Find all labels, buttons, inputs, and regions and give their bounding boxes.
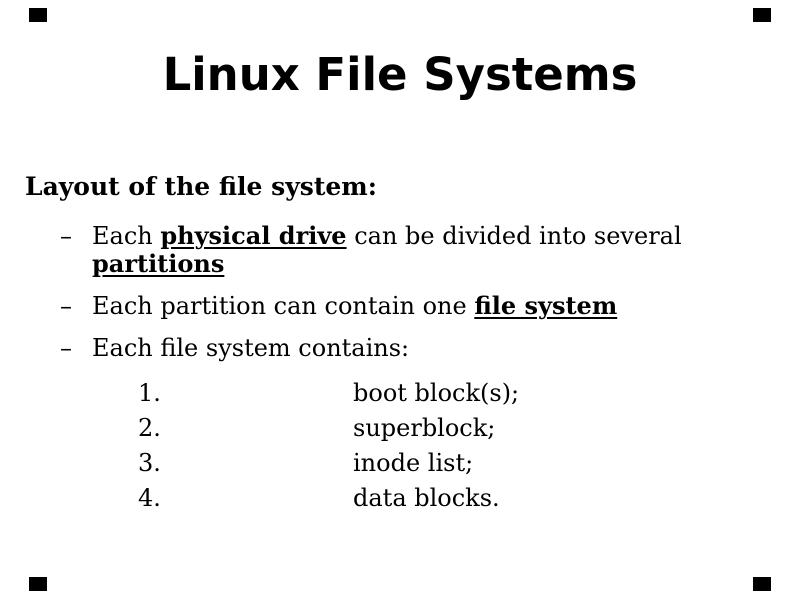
item-label: data blocks. <box>353 484 500 512</box>
bullet-dash-marker: – <box>60 222 72 250</box>
slide-body: Layout of the file system: – Each physic… <box>25 172 775 516</box>
text-segment: Each file system contains: <box>92 334 410 362</box>
numbered-item: 3. inode list; <box>25 446 775 481</box>
bullet-item: – Each file system contains: <box>25 334 775 362</box>
text-segment: Each partition can contain one <box>92 292 475 320</box>
item-number: 3. <box>138 449 161 477</box>
corner-marker-top-left <box>29 8 47 22</box>
numbered-item: 4. data blocks. <box>25 481 775 516</box>
bullet-text: Each physical drive can be divided into … <box>92 222 762 278</box>
bullet-dash-marker: – <box>60 292 72 320</box>
numbered-item: 1. boot block(s); <box>25 376 775 411</box>
item-label: boot block(s); <box>353 379 520 407</box>
text-segment: Each <box>92 222 161 250</box>
slide-title: Linux File Systems <box>162 48 638 101</box>
bullet-item: – Each partition can contain one file sy… <box>25 291 775 321</box>
numbered-list: 1. boot block(s); 2. superblock; 3. inod… <box>25 376 775 516</box>
text-segment: can be divided into several <box>346 222 682 250</box>
emphasized-term: physical drive <box>160 221 347 250</box>
item-number: 2. <box>138 414 161 442</box>
item-label: superblock; <box>353 414 496 442</box>
bullet-item: – Each physical drive can be divided int… <box>25 222 775 278</box>
emphasized-term: partitions <box>92 249 225 278</box>
emphasized-term: file system <box>474 291 618 320</box>
bullet-dash-marker: – <box>60 334 72 362</box>
corner-marker-bottom-left <box>29 577 47 591</box>
item-number: 4. <box>138 484 161 512</box>
corner-marker-bottom-right <box>753 577 771 591</box>
bullet-text: Each file system contains: <box>92 334 762 362</box>
numbered-item: 2. superblock; <box>25 411 775 446</box>
section-heading: Layout of the file system: <box>25 172 377 201</box>
corner-marker-top-right <box>753 8 771 22</box>
bullet-text: Each partition can contain one file syst… <box>92 291 762 321</box>
item-number: 1. <box>138 379 161 407</box>
item-label: inode list; <box>353 449 474 477</box>
bullet-list: – Each physical drive can be divided int… <box>25 222 775 363</box>
